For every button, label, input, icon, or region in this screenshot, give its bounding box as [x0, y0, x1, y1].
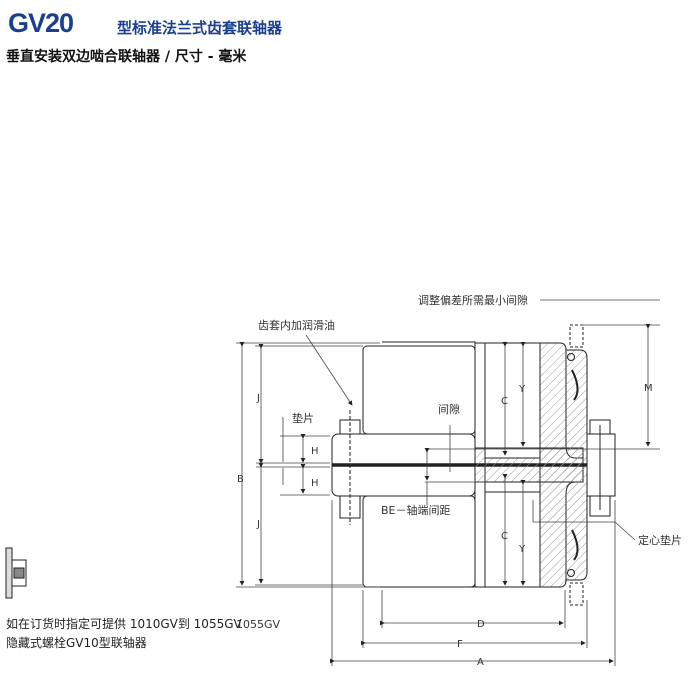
gap-label: 间隙: [438, 402, 460, 416]
note-line-2: 隐藏式螺栓GV10型联轴器: [6, 636, 147, 650]
lubricant-label: 齿套内加润滑油: [258, 318, 335, 332]
note-line-1: 如在订货时指定可提供 1010GV到 1055GV: [6, 617, 242, 631]
dim-y-lower: Y: [518, 544, 526, 555]
dim-m: M: [644, 383, 653, 394]
centering-shim-label: 定心垫片: [638, 533, 682, 547]
dim-h-upper: H: [311, 446, 319, 457]
page-title: 型标准法兰式齿套联轴器: [117, 19, 283, 37]
dim-d: D: [477, 619, 485, 630]
model-title: GV20: [8, 8, 74, 38]
min-gap-label: 调整偏差所需最小间隙: [418, 293, 528, 307]
dim-b: B: [237, 474, 244, 485]
shaft-end-gap-label: BE－轴端间距: [381, 503, 451, 517]
dim-j-lower: J: [256, 519, 260, 530]
dim-f: F: [457, 639, 463, 650]
dim-y-upper: Y: [518, 384, 526, 395]
coupling-body: [5, 324, 616, 606]
dim-c-lower: C: [501, 531, 508, 542]
dim-j-upper: J: [256, 393, 260, 404]
model-label: 1055GV: [236, 618, 281, 631]
shim-label: 垫片: [292, 411, 314, 425]
dim-h-lower: H: [311, 478, 319, 489]
dim-c-upper: C: [501, 396, 508, 407]
page-subtitle: 垂直安装双边啮合联轴器 / 尺寸 - 毫米: [6, 49, 247, 65]
dim-a: A: [477, 657, 484, 668]
hidden-bolt-icon: [5, 547, 27, 599]
dimension-lines: [236, 299, 660, 666]
diagram-labels: 调整偏差所需最小间隙 齿套内加润滑油 垫片 间隙 BE－轴端间距 定心垫片 10…: [236, 293, 682, 668]
